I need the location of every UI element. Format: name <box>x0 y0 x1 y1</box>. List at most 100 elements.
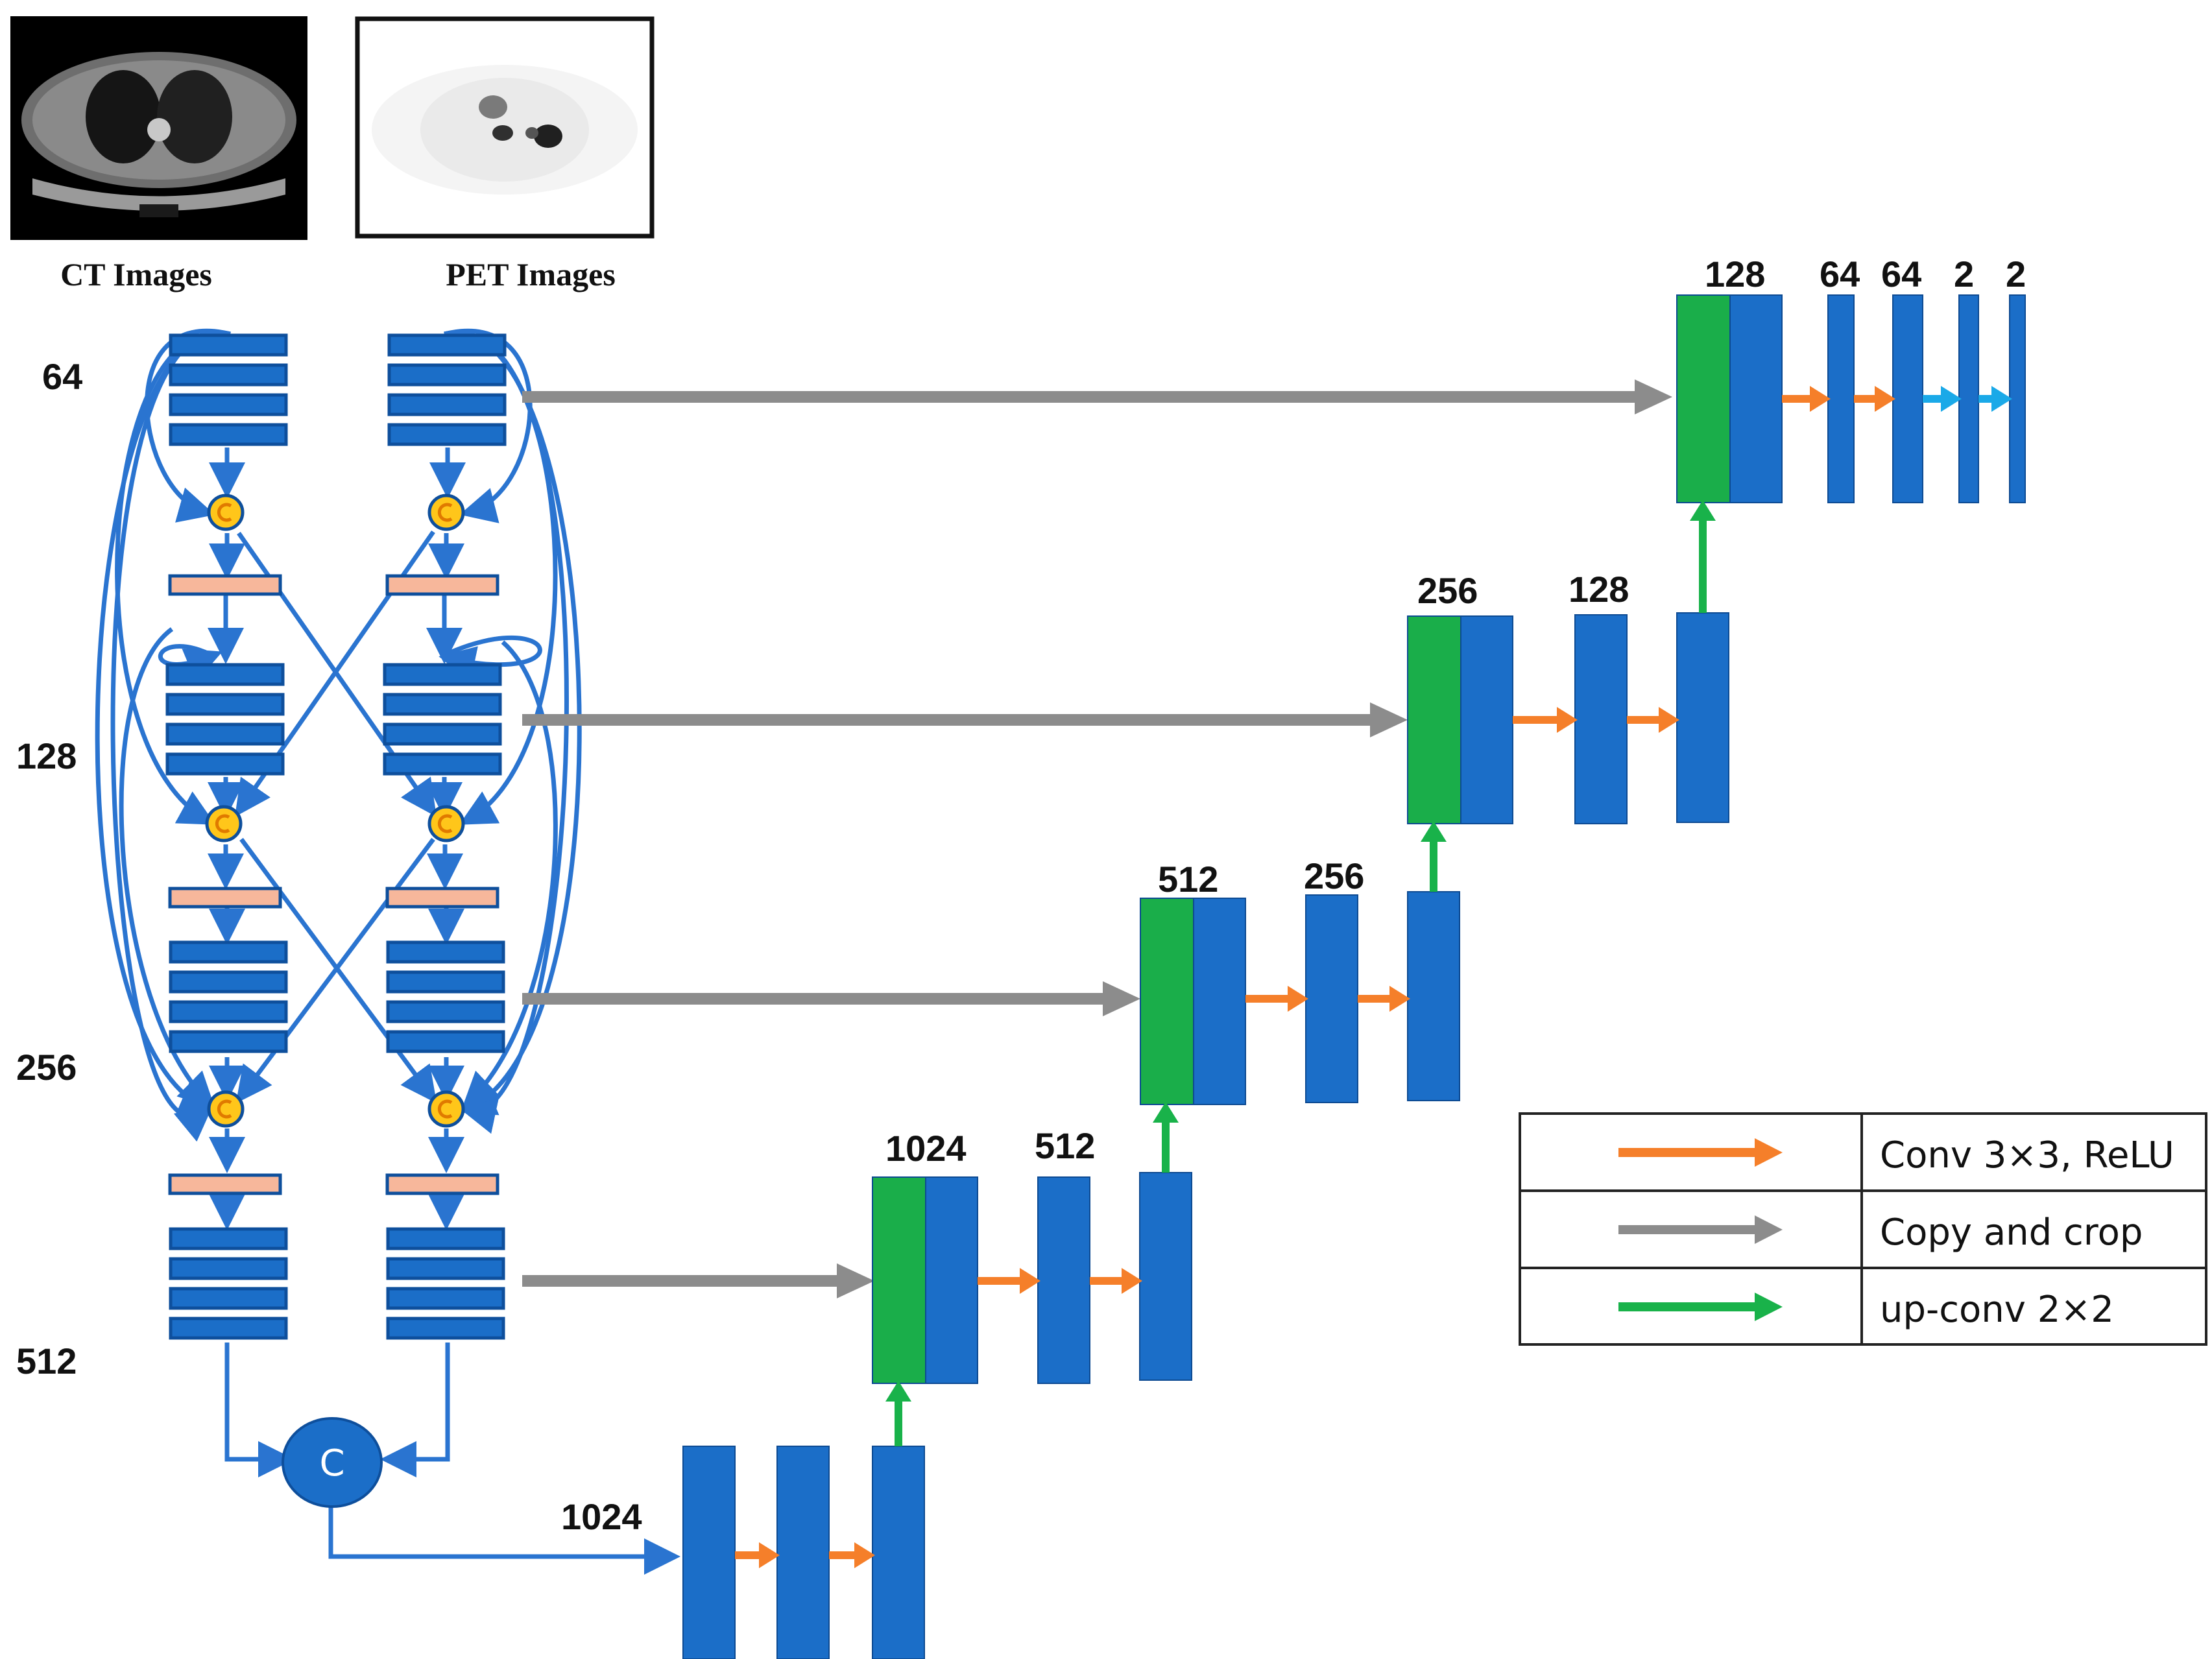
conv-arrow-head <box>1122 1268 1142 1294</box>
concat-block <box>1676 294 1731 503</box>
feature-map-block <box>1676 612 1729 823</box>
up-conv-arrow <box>1421 821 1447 892</box>
concat-node-circle <box>427 494 465 531</box>
decoder-stage2-in-label: 512 <box>1158 859 1218 900</box>
feature-map-block <box>1827 294 1855 503</box>
encoder-level-256: 256 <box>16 1047 77 1088</box>
pooling-bar <box>385 574 499 596</box>
conv-arrow <box>1513 707 1578 733</box>
pet-block-level3-bar <box>386 970 505 994</box>
output-conv-arrow <box>1923 386 1962 412</box>
concat-node <box>207 1090 245 1128</box>
output-conv-arrow <box>1978 386 2012 412</box>
up-conv-arrow-head <box>1690 500 1716 521</box>
pet-block-level4-bar <box>386 1317 505 1340</box>
pet-block-level3-bar <box>386 1030 505 1053</box>
feature-map-block <box>925 1176 978 1384</box>
feature-map-block <box>1305 894 1358 1103</box>
conv-arrow-head <box>1557 707 1578 733</box>
feature-map-block <box>1892 294 1923 503</box>
concat-nodes <box>205 494 465 1128</box>
feature-map-block <box>1460 615 1513 824</box>
pet-images-label: PET Images <box>446 256 616 292</box>
fusion-concat-symbol: C <box>319 1442 344 1485</box>
decoder-stage3-in-label: 256 <box>1417 570 1478 611</box>
concat-block <box>872 1176 926 1384</box>
ct-block-level2-bar <box>165 722 285 746</box>
concat-node-circle <box>427 805 465 842</box>
concat-node-c-mark <box>437 814 453 833</box>
feature-map-block <box>1407 891 1460 1101</box>
pooling-bar <box>385 887 499 909</box>
pet-block-level2-bar <box>383 752 502 776</box>
feature-map-block <box>1574 614 1628 824</box>
ct-block-level1 <box>169 333 288 446</box>
pet-block-level4-bar <box>386 1287 505 1310</box>
conv-arrow <box>1358 986 1410 1012</box>
conv-arrow <box>1782 386 1831 412</box>
ct-block-level1-bar <box>169 393 288 416</box>
ct-block-level3-bar <box>169 940 288 964</box>
ct-block-level3-bar <box>169 970 288 994</box>
legend-conv-arrow <box>1618 1138 1783 1167</box>
ct-block-level4-bar <box>169 1257 288 1280</box>
bottleneck-label: 1024 <box>561 1496 642 1537</box>
concat-node-circle <box>205 805 243 842</box>
conv-arrow-head <box>1020 1268 1040 1294</box>
concat-node-c-mark <box>217 503 232 522</box>
decoder-stage1-mid-label: 512 <box>1035 1125 1095 1166</box>
conv-arrow-head <box>1810 386 1831 412</box>
legend-upconv-arrow <box>1618 1293 1783 1321</box>
concat-block <box>1140 898 1194 1105</box>
up-conv-arrow-head <box>885 1381 911 1402</box>
ct-block-level2-bar <box>165 693 285 716</box>
pet-block-level2-bar <box>383 693 502 716</box>
legend-copy-label: Copy and crop <box>1880 1211 2143 1254</box>
pet-block-level1 <box>387 333 507 446</box>
concat-node <box>205 805 243 842</box>
conv-arrow-head <box>1389 986 1410 1012</box>
ct-block-level4-bar <box>169 1317 288 1340</box>
feature-map-block <box>776 1446 830 1659</box>
legend-upconv-label: up-conv 2×2 <box>1880 1289 2114 1331</box>
pet-block-level4-bar <box>386 1257 505 1280</box>
ct-images-label: CT Images <box>60 256 212 292</box>
conv-arrow-head <box>854 1542 875 1568</box>
pooling-bar <box>168 1173 282 1195</box>
concat-node-circle <box>207 1090 245 1128</box>
concat-block <box>1407 615 1461 824</box>
up-conv-arrow <box>885 1381 911 1446</box>
feature-map-block <box>1958 294 1979 503</box>
concat-node <box>427 805 465 842</box>
decoder-stage3-mid-label: 128 <box>1569 569 1629 610</box>
pet-block-level2-bar <box>383 663 502 686</box>
up-conv-arrow-head <box>1153 1102 1179 1123</box>
pooling-bar <box>168 887 282 909</box>
concat-node <box>427 1090 465 1128</box>
decoder-stage4-c-label: 2 <box>1954 254 1974 294</box>
decoder-stage4-b-label: 64 <box>1881 254 1921 294</box>
concat-node <box>207 494 245 531</box>
feature-map-block <box>1139 1172 1192 1381</box>
ct-block-level4-bar <box>169 1227 288 1250</box>
concat-node <box>427 494 465 531</box>
pet-block-level4 <box>386 1227 505 1340</box>
ct-block-level3-bar <box>169 1030 288 1053</box>
pooling-bar <box>168 574 282 596</box>
copy-crop-arrows <box>522 379 1672 1298</box>
concat-node-circle <box>207 494 245 531</box>
pet-block-level1-bar <box>387 423 507 446</box>
pooling-bars <box>168 574 499 1195</box>
decoder-stage4-d-label: 2 <box>2006 254 2026 294</box>
concat-node-c-mark <box>437 503 453 522</box>
ct-block-level2-bar <box>165 663 285 686</box>
up-conv-arrow <box>1690 500 1716 613</box>
up-conv-arrow <box>1153 1102 1179 1173</box>
pooling-bar <box>385 1173 499 1195</box>
encoder-blocks <box>165 333 507 1340</box>
decoder-stage2-mid-label: 256 <box>1304 855 1364 896</box>
concat-node-c-mark <box>215 814 230 833</box>
pet-block-level1-bar <box>387 393 507 416</box>
feature-map-block <box>682 1446 736 1659</box>
